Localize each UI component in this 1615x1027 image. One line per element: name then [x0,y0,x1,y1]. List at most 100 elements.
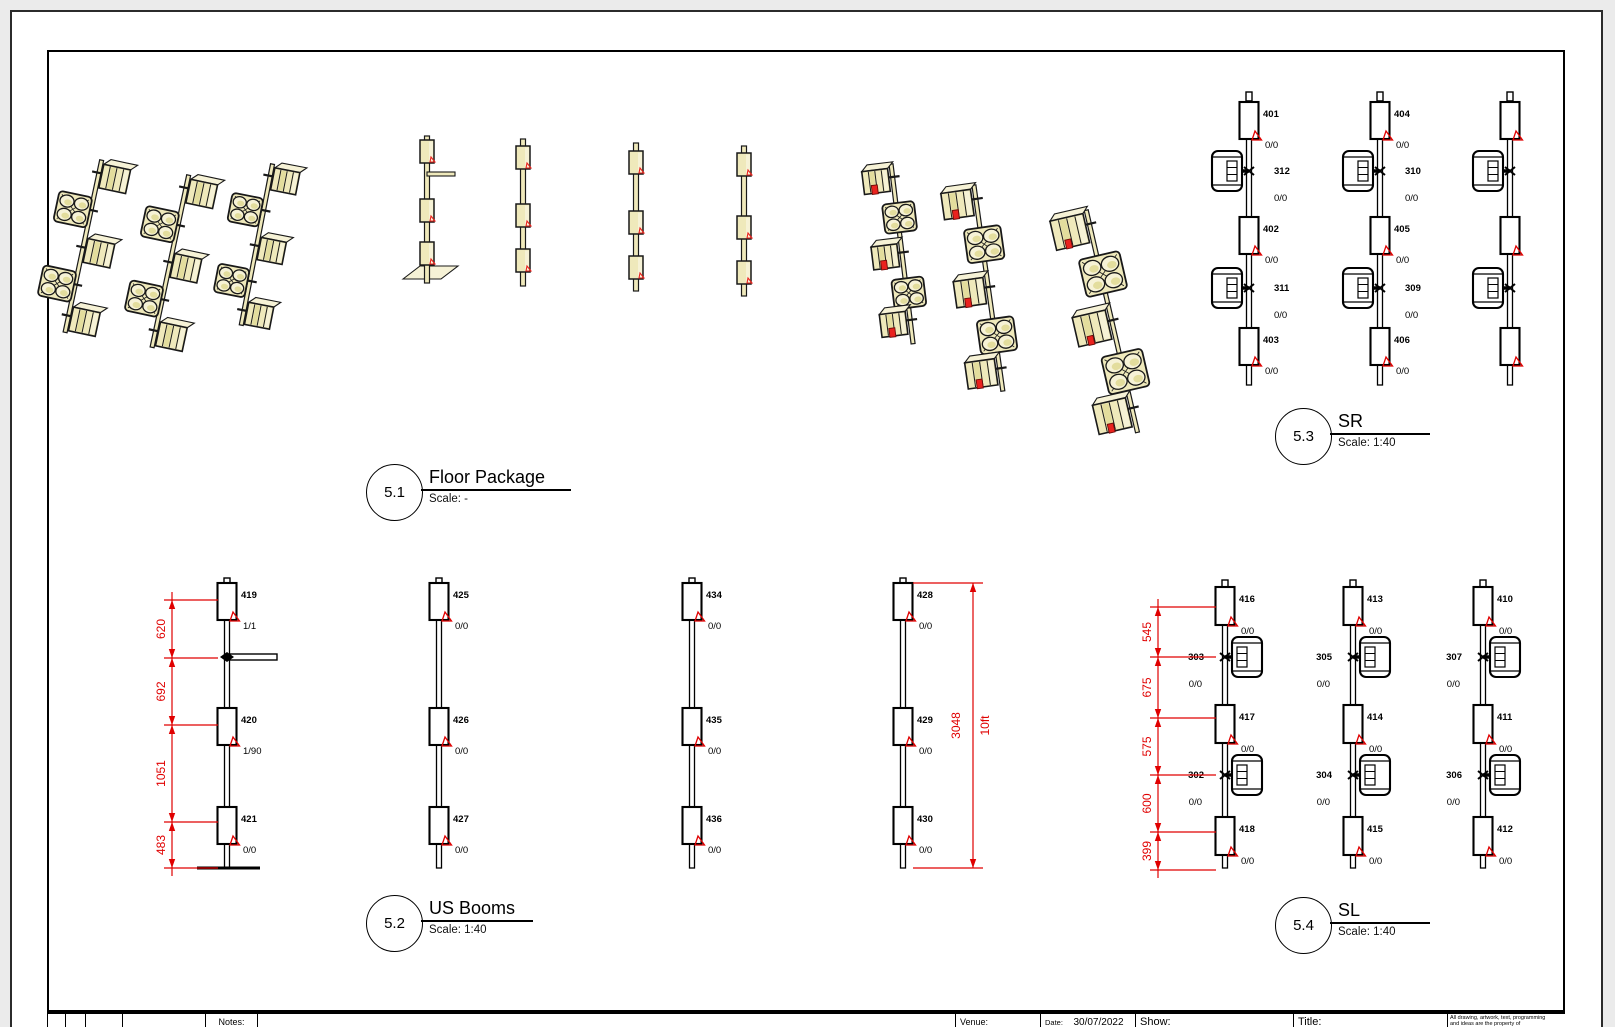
svg-text:0/0: 0/0 [455,845,468,856]
section-title: SR [1330,408,1430,435]
svg-text:3048: 3048 [949,712,963,739]
svg-text:0/0: 0/0 [1369,626,1382,637]
svg-text:417: 417 [1239,712,1255,723]
svg-text:0/0: 0/0 [1274,310,1287,321]
svg-text:620: 620 [154,619,168,639]
svg-text:0/0: 0/0 [1265,366,1278,377]
svg-text:0/0: 0/0 [1447,679,1460,690]
date-label: Date: [1045,1018,1063,1027]
iso-boom-render [124,174,227,353]
svg-text:0/0: 0/0 [1499,626,1512,637]
svg-text:412: 412 [1497,824,1513,835]
svg-text:0/0: 0/0 [708,746,721,757]
svg-text:0/0: 0/0 [1396,366,1409,377]
svg-text:416: 416 [1239,594,1255,605]
svg-text:414: 414 [1367,712,1384,723]
svg-text:1/1: 1/1 [243,621,256,632]
svg-text:311: 311 [1274,283,1290,294]
svg-text:0/0: 0/0 [1396,255,1409,266]
svg-text:0/0: 0/0 [1189,797,1202,808]
svg-text:426: 426 [453,715,469,726]
fine-print-line1: All drawing, artwork, text, programming [1450,1015,1546,1021]
svg-text:309: 309 [1405,283,1421,294]
svg-text:692: 692 [154,681,168,701]
svg-text:429: 429 [917,715,933,726]
boom-elevation [1471,91,1524,386]
svg-text:405: 405 [1394,224,1411,235]
svg-text:413: 413 [1367,594,1383,605]
titleblock-cell-rev4 [122,1014,205,1027]
svg-text:0/0: 0/0 [1405,310,1418,321]
svg-text:0/0: 0/0 [708,845,721,856]
svg-text:403: 403 [1263,335,1279,346]
section-text: SL Scale: 1:40 [1330,897,1430,938]
svg-text:305: 305 [1316,652,1333,663]
svg-text:0/0: 0/0 [1274,193,1287,204]
svg-text:418: 418 [1239,824,1255,835]
section-number-bubble: 5.1 [366,464,423,521]
svg-text:0/0: 0/0 [455,621,468,632]
titleblock-notes-label: Notes: [205,1014,257,1027]
section-label-sl: 5.4 SL Scale: 1:40 [1275,897,1430,954]
svg-text:0/0: 0/0 [1396,140,1409,151]
boom-elevation: 4160/03030/04170/03020/04180/05456755756… [1140,579,1264,878]
svg-text:0/0: 0/0 [1189,679,1202,690]
section-number-bubble: 5.3 [1275,408,1332,465]
iso-vertical-boom [401,135,460,284]
svg-text:307: 307 [1446,652,1462,663]
section-number: 5.2 [384,915,405,932]
svg-text:411: 411 [1497,712,1513,723]
svg-text:0/0: 0/0 [1499,856,1512,867]
titleblock-cell-rev3 [85,1014,122,1027]
svg-text:401: 401 [1263,109,1280,120]
svg-text:415: 415 [1367,824,1384,835]
titleblock-cell-rev1 [47,1014,65,1027]
svg-text:0/0: 0/0 [1265,140,1278,151]
svg-text:0/0: 0/0 [455,746,468,757]
svg-text:310: 310 [1405,166,1421,177]
svg-text:0/0: 0/0 [1317,797,1330,808]
svg-text:0/0: 0/0 [919,621,932,632]
svg-text:402: 402 [1263,224,1279,235]
svg-text:434: 434 [706,590,723,601]
svg-text:600: 600 [1140,793,1154,813]
iso-boom-render [1048,205,1151,436]
section-scale: Scale: 1:40 [1338,926,1396,938]
svg-text:0/0: 0/0 [1369,856,1382,867]
svg-text:404: 404 [1394,109,1411,120]
titleblock-fine-print: All drawing, artwork, text, programming … [1447,1014,1565,1027]
svg-text:1/90: 1/90 [243,746,262,757]
section-number: 5.4 [1293,917,1314,934]
svg-text:419: 419 [241,590,257,601]
titleblock-venue-label: Venue: [955,1014,1040,1027]
svg-text:420: 420 [241,715,257,726]
section-scale: Scale: 1:40 [429,924,487,936]
section-scale: Scale: 1:40 [1338,437,1396,449]
svg-text:312: 312 [1274,166,1290,177]
drawing-frame [47,50,1565,1012]
section-text: Floor Package Scale: - [421,464,571,505]
section-number: 5.1 [384,484,405,501]
iso-vertical-boom [736,145,754,297]
iso-boom-render [37,159,140,338]
svg-text:0/0: 0/0 [708,621,721,632]
svg-text:0/0: 0/0 [1447,797,1460,808]
svg-text:0/0: 0/0 [1499,744,1512,755]
svg-text:406: 406 [1394,335,1410,346]
svg-text:435: 435 [706,715,723,726]
titleblock-cell-rev2 [65,1014,85,1027]
svg-text:1051: 1051 [154,760,168,787]
iso-boom-render [860,161,927,345]
section-text: US Booms Scale: 1:40 [421,895,533,936]
svg-text:428: 428 [917,590,933,601]
titleblock-notes-field [257,1014,955,1027]
iso-boom-render [213,162,309,331]
svg-text:304: 304 [1316,770,1333,781]
titleblock-show-label: Show: [1135,1014,1293,1027]
